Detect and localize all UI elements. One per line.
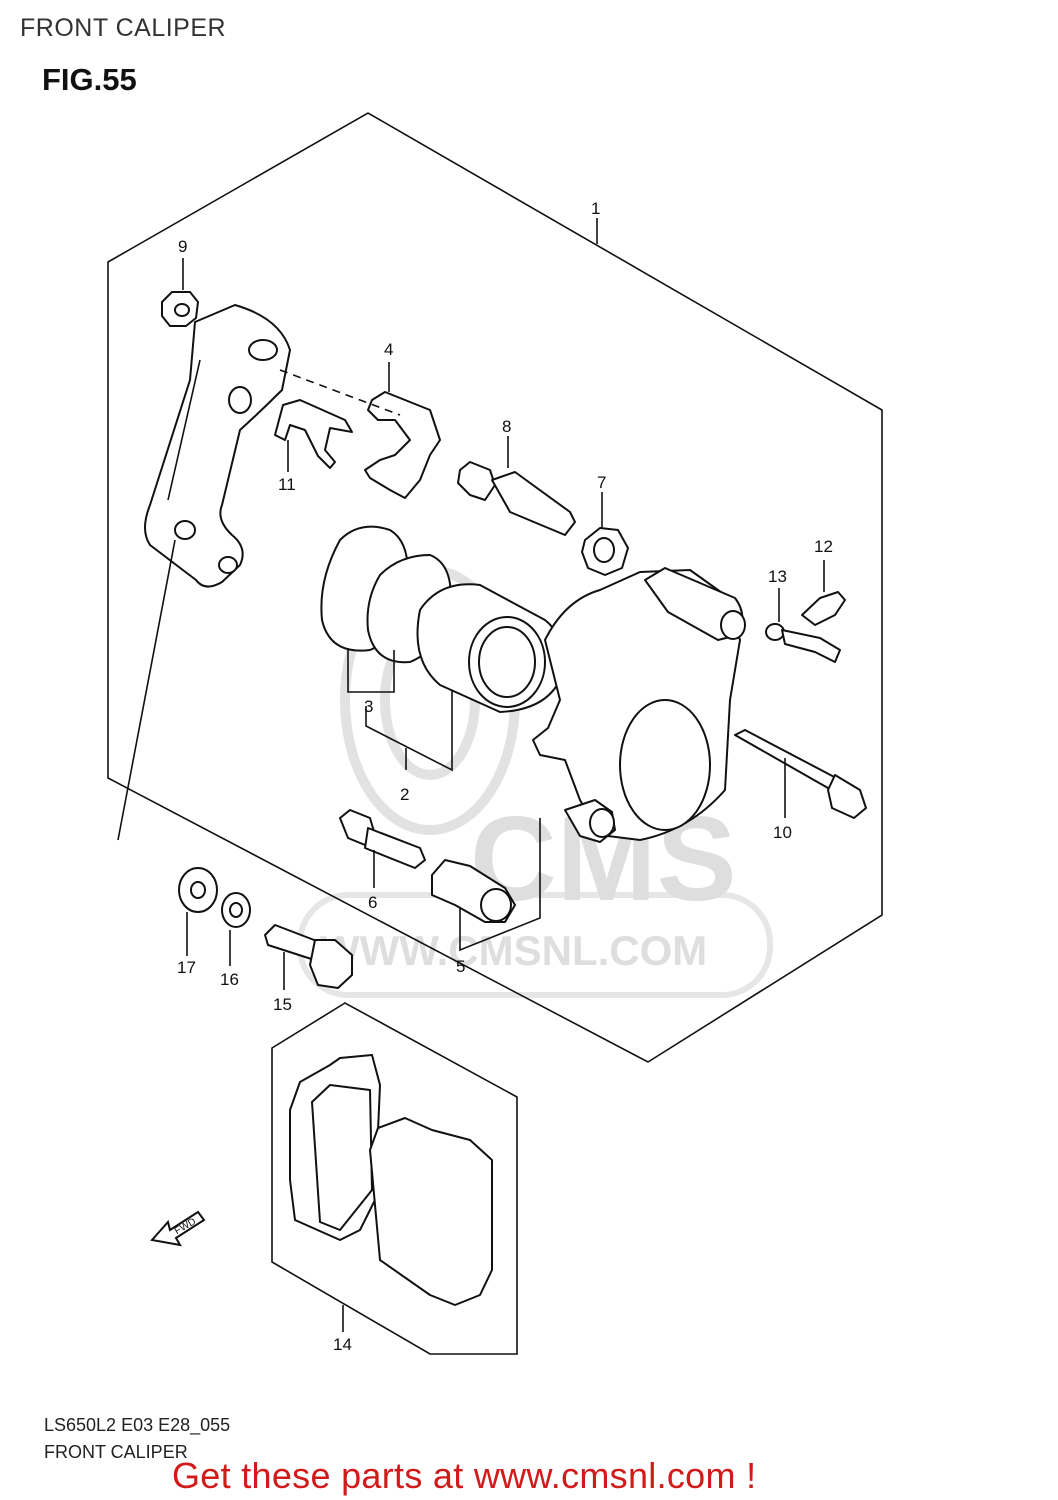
part-11-pad-spring xyxy=(274,399,353,469)
page-title: FRONT CALIPER xyxy=(20,14,227,42)
callout-6: 6 xyxy=(368,893,377,912)
fwd-label: FWD xyxy=(173,1216,198,1237)
caliper-body xyxy=(532,567,746,843)
part-15-bolt xyxy=(264,924,353,989)
part-13-washer xyxy=(765,623,841,663)
part-5-boot xyxy=(431,859,516,923)
footer-caption: FRONT CALIPER xyxy=(44,1442,188,1462)
pad-set-boundary xyxy=(271,1002,518,1355)
model-code: LS650L2 E03 E28_055 xyxy=(44,1415,231,1435)
part-9-nut xyxy=(161,291,199,327)
callout-11: 11 xyxy=(278,475,296,494)
part-14-brake-pads xyxy=(289,1054,493,1306)
figure-label: FIG.55 xyxy=(42,62,137,97)
callout-12: 12 xyxy=(814,537,833,556)
part-10-mounting-bolt xyxy=(734,729,867,819)
callout-10: 10 xyxy=(773,823,792,842)
callout-3: 3 xyxy=(364,697,373,716)
part-2-piston xyxy=(416,583,564,713)
watermark-url: WWW.CMSNL.COM xyxy=(320,927,707,974)
callout-17: 17 xyxy=(177,958,196,977)
part-8-slide-pin xyxy=(457,461,576,536)
part-17-washer xyxy=(178,867,218,913)
promo-link[interactable]: Get these parts at www.cmsnl.com ! xyxy=(172,1455,757,1496)
callout-14: 14 xyxy=(333,1335,352,1354)
callout-7: 7 xyxy=(597,473,606,492)
callout-1: 1 xyxy=(591,199,600,218)
callout-5: 5 xyxy=(456,957,465,976)
part-6-slide-pin xyxy=(339,809,426,869)
callout-16: 16 xyxy=(220,970,239,989)
part-12-bleeder-valve xyxy=(801,591,846,626)
part-7-boot xyxy=(581,527,629,576)
part-16-lock-washer xyxy=(221,892,251,928)
caliper-assembly-boundary xyxy=(107,112,883,1063)
fwd-direction-arrow: FWD xyxy=(150,1210,206,1247)
callout-9: 9 xyxy=(178,237,187,256)
caliper-bracket xyxy=(144,304,291,588)
callout-labels: 1 2 3 4 5 6 7 8 9 10 11 12 13 14 15 16 1… xyxy=(177,199,833,1354)
callout-13: 13 xyxy=(768,567,787,586)
callout-15: 15 xyxy=(273,995,292,1014)
callout-8: 8 xyxy=(502,417,511,436)
leader-lines xyxy=(117,218,825,1332)
callout-2: 2 xyxy=(400,785,409,804)
part-4-pad-retainer xyxy=(364,391,441,499)
callout-4: 4 xyxy=(384,340,393,359)
